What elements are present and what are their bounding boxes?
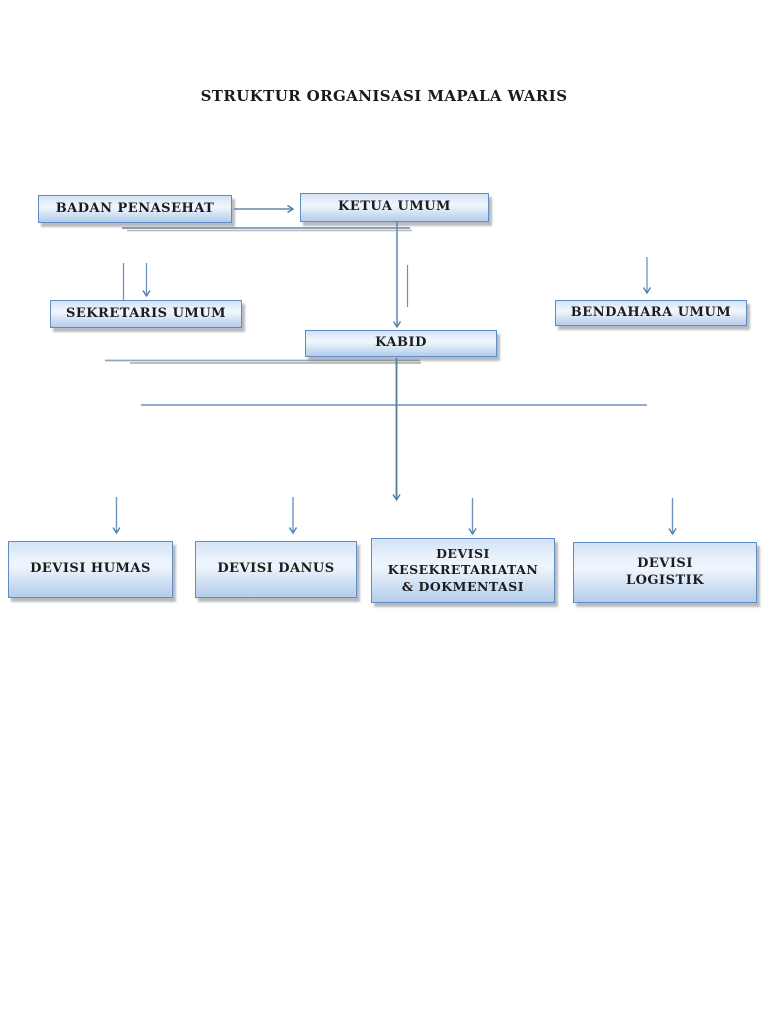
org-node-devisi-humas: DEVISI HUMAS bbox=[8, 541, 173, 598]
org-node-kabid: KABID bbox=[305, 330, 497, 357]
org-node-devisi-danus: DEVISI DANUS bbox=[195, 541, 357, 598]
org-node-ketua-umum: KETUA UMUM bbox=[300, 193, 489, 222]
page-title: STRUKTUR ORGANISASI MAPALA WARIS bbox=[200, 87, 568, 105]
org-node-sekretaris-umum: SEKRETARIS UMUM bbox=[50, 300, 242, 328]
org-node-bendahara-umum: BENDAHARA UMUM bbox=[555, 300, 747, 326]
org-node-devisi-kesekretariatan: DEVISI KESEKRETARIATAN & DOKMENTASI bbox=[371, 538, 555, 603]
org-node-devisi-logistik: DEVISI LOGISTIK bbox=[573, 542, 757, 603]
org-node-badan-penasehat: BADAN PENASEHAT bbox=[38, 195, 232, 223]
